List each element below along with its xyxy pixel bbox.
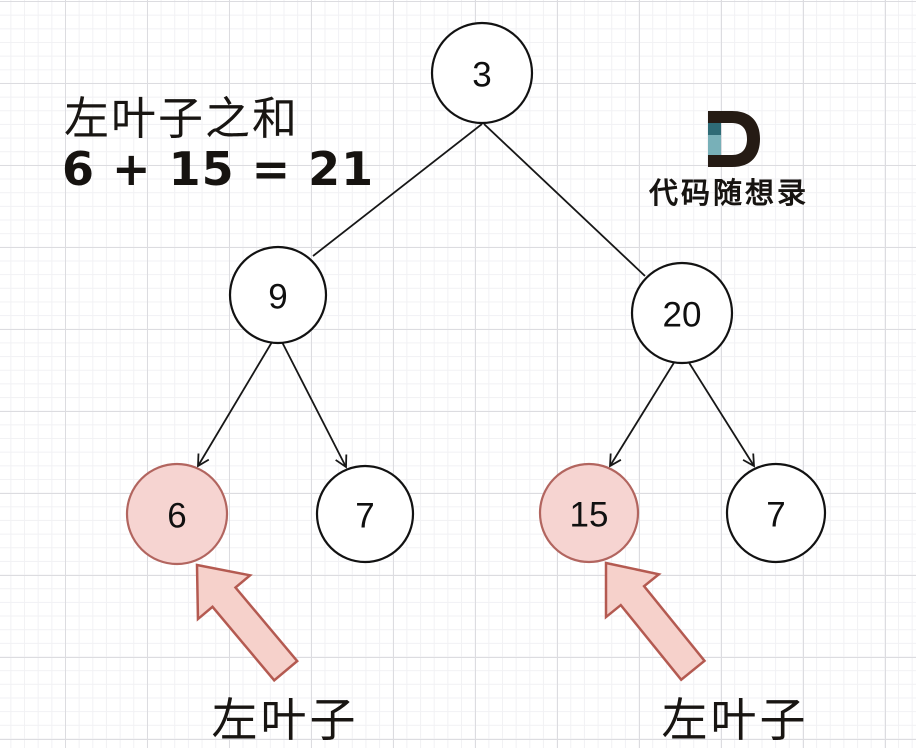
- tree-node-7-left: 7: [315, 464, 415, 564]
- node-value-6: 6: [167, 497, 186, 536]
- node-circle-7-right: [725, 462, 827, 564]
- node-circle-9: [228, 245, 328, 345]
- node-circle-7-left: [315, 464, 415, 564]
- brand-name: 代码随想录: [648, 176, 809, 210]
- callout-label-left-leaf-6: 左叶子: [211, 693, 359, 747]
- node-value-9: 9: [268, 278, 287, 317]
- edge-20-to-7: [687, 360, 756, 468]
- node-circle-3: [430, 21, 534, 125]
- tree-node-9: 9: [228, 245, 328, 345]
- tree-node-15-highlighted: 15: [538, 462, 640, 564]
- edge-9-to-7: [281, 341, 348, 469]
- node-value-15: 15: [570, 496, 609, 535]
- callout-arrow-to-15: [604, 561, 707, 682]
- tree-node-7-right: 7: [725, 462, 827, 564]
- node-circle-20: [630, 261, 734, 365]
- edge-3-to-20: [483, 123, 646, 277]
- node-value-3: 3: [472, 56, 491, 95]
- edge-3-to-9: [312, 123, 483, 257]
- tree-node-6-highlighted: 6: [125, 462, 229, 566]
- node-value-7-right: 7: [766, 496, 785, 535]
- tree-node-20: 20: [630, 261, 734, 365]
- brand-d-logo-icon: [708, 111, 760, 167]
- node-value-20: 20: [663, 296, 702, 335]
- callout-label-left-leaf-15: 左叶子: [661, 693, 809, 747]
- edge-20-to-15: [609, 360, 676, 468]
- callout-arrow-to-6: [195, 563, 299, 683]
- node-value-7-left: 7: [355, 497, 374, 536]
- annotation-sum-formula: 6 + 15 = 21: [62, 142, 375, 196]
- annotation-title: 左叶子之和: [64, 92, 300, 145]
- tree-node-root-3: 3: [430, 21, 534, 125]
- node-circle-6: [125, 462, 229, 566]
- node-circle-15: [538, 462, 640, 564]
- edge-9-to-6: [197, 341, 273, 468]
